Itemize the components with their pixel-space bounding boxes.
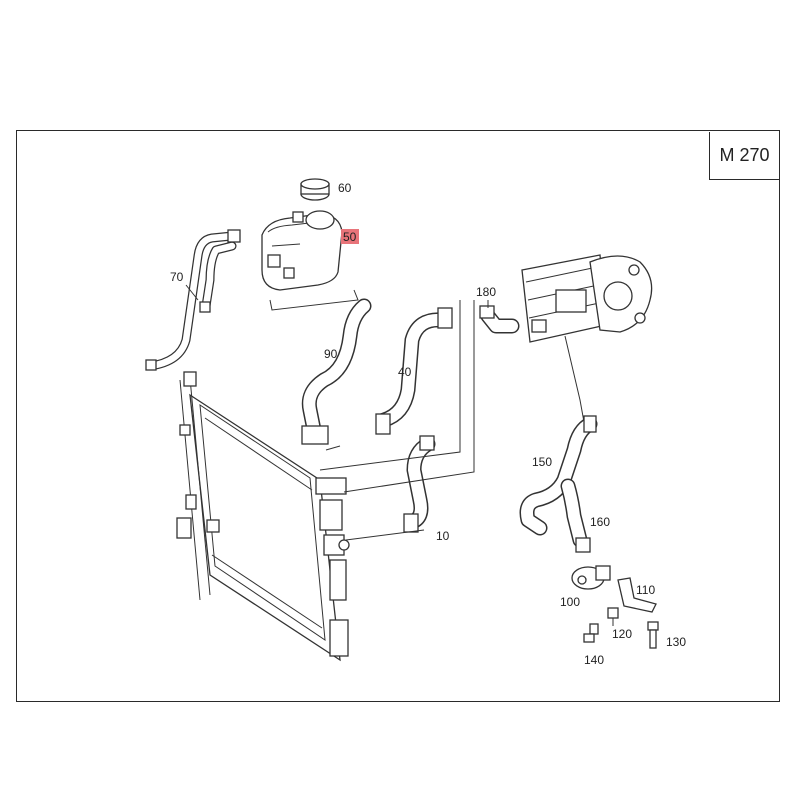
cap[interactable] <box>300 178 330 201</box>
label-110: 110 <box>636 583 655 597</box>
label-90: 90 <box>324 347 338 361</box>
leader-lines <box>185 284 489 541</box>
hose-180[interactable] <box>479 305 520 334</box>
thermostat-housing[interactable] <box>521 254 653 343</box>
label-150: 150 <box>532 455 552 469</box>
label-130: 130 <box>666 635 686 649</box>
screw-140[interactable] <box>583 623 599 643</box>
hose-90[interactable] <box>301 298 372 445</box>
hose-160[interactable] <box>560 478 591 553</box>
label-40: 40 <box>398 365 412 379</box>
label-60: 60 <box>338 181 352 195</box>
auxiliary-water-pump[interactable] <box>571 565 611 590</box>
engine-model-label: M 270 <box>709 132 779 180</box>
bolt-130[interactable] <box>647 621 659 649</box>
part-labels: 60 50 70 90 40 180 150 160 10 110 100 12… <box>170 181 686 667</box>
label-50: 50 <box>343 230 357 244</box>
label-50-highlight <box>341 229 359 244</box>
bleed-line[interactable] <box>145 229 241 371</box>
label-70: 70 <box>170 270 184 284</box>
hose-150[interactable] <box>519 335 598 536</box>
label-140: 140 <box>584 653 604 667</box>
label-10: 10 <box>436 529 450 543</box>
label-160: 160 <box>590 515 610 529</box>
hose-10[interactable] <box>403 435 436 533</box>
hose-40[interactable] <box>375 307 453 435</box>
bracket[interactable] <box>617 577 657 613</box>
label-120: 120 <box>612 627 632 641</box>
label-100: 100 <box>560 595 580 609</box>
label-180: 180 <box>476 285 496 299</box>
bolt-120[interactable] <box>607 607 619 626</box>
radiator[interactable] <box>176 371 350 662</box>
diagram-frame <box>16 130 780 702</box>
expansion-tank[interactable] <box>261 210 359 311</box>
